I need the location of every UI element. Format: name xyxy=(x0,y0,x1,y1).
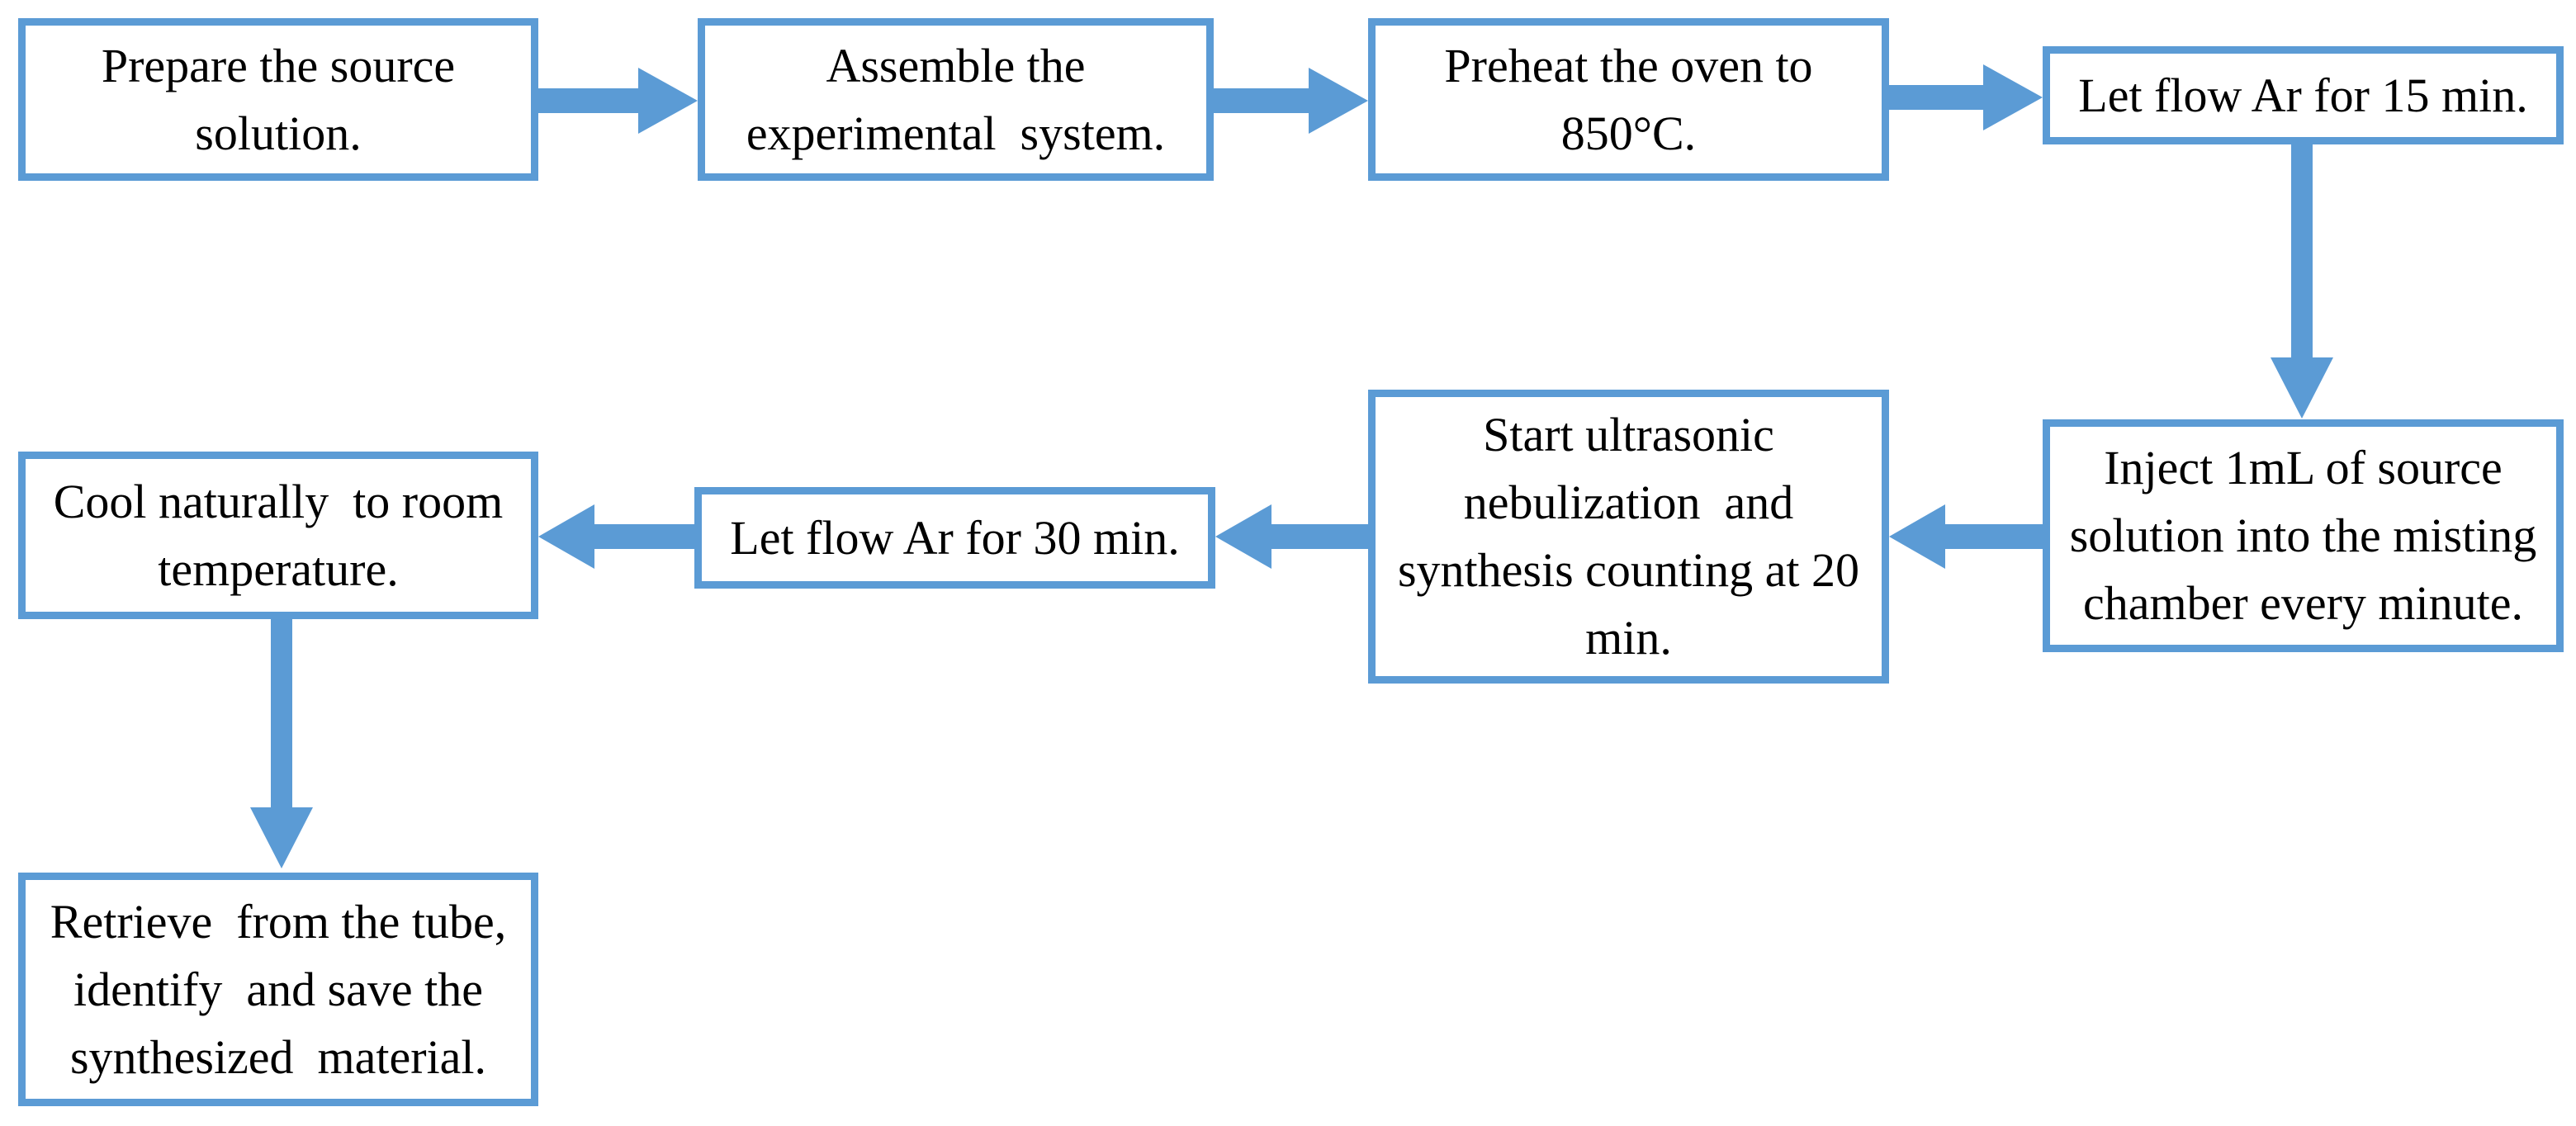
step-text-line: Let flow Ar for 30 min. xyxy=(730,510,1180,565)
step-box-ar-30-min: Let flow Ar for 30 min. xyxy=(694,487,1215,589)
arrow-stem xyxy=(271,619,292,807)
step-box-preheat: Preheat the oven to 850°C. xyxy=(1368,18,1889,181)
step-text-line: Assemble the xyxy=(826,38,1086,92)
arrow-head-right-icon xyxy=(1309,68,1368,134)
step-text-line: synthesis counting at 20 xyxy=(1397,543,1859,597)
arrow-head-down-icon xyxy=(250,807,313,868)
arrow-head-left-icon xyxy=(1215,504,1271,569)
step-box-prepare: Prepare the source solution. xyxy=(18,18,538,181)
step-text-line: Cool naturally to room xyxy=(53,474,504,528)
step-text-line: Let flow Ar for 15 min. xyxy=(2078,68,2528,122)
step-text-line: identify and save the xyxy=(73,962,484,1016)
step-text-line: chamber every minute. xyxy=(2082,576,2524,630)
step-text-line: Preheat the oven to xyxy=(1444,38,1813,92)
step-text-line: synthesized material. xyxy=(69,1029,487,1084)
arrow-stem xyxy=(1945,524,2043,549)
arrow-head-left-icon xyxy=(1889,504,1945,569)
step-text-line: solution. xyxy=(195,106,362,160)
step-text-line: temperature. xyxy=(158,542,399,596)
arrow-stem xyxy=(538,88,638,113)
arrow-head-down-icon xyxy=(2271,357,2333,419)
step-box-cool-naturally: Cool naturally to room temperature. xyxy=(18,452,538,619)
step-box-ar-15-min: Let flow Ar for 15 min. xyxy=(2043,46,2564,144)
step-text-line: Start ultrasonic xyxy=(1483,408,1774,461)
arrow-stem xyxy=(594,524,694,549)
arrow-head-right-icon xyxy=(1983,64,2043,130)
step-text-line: solution into the misting xyxy=(2069,509,2537,562)
step-text-line: 850°C. xyxy=(1560,106,1697,160)
step-text-line: Prepare the source xyxy=(101,38,456,92)
step-text-line: experimental system. xyxy=(746,106,1166,160)
step-text-line: Retrieve from the tube, xyxy=(50,894,507,949)
arrow-stem xyxy=(1271,524,1368,549)
arrow-stem xyxy=(1889,85,1983,110)
step-text-line: nebulization and xyxy=(1463,475,1794,529)
step-box-ultrasonic-nebulization: Start ultrasonic nebulization and synthesi… xyxy=(1368,390,1889,684)
step-text-line: Inject 1mL of source xyxy=(2104,441,2503,494)
arrow-stem xyxy=(2291,144,2313,357)
step-box-retrieve-material: Retrieve from the tube, identify and save… xyxy=(18,873,538,1106)
step-box-assemble: Assemble the experimental system. xyxy=(698,18,1214,181)
step-text-line: min. xyxy=(1585,611,1672,665)
step-box-inject-solution: Inject 1mL of source solution into the mi… xyxy=(2043,419,2564,652)
arrow-stem xyxy=(1214,88,1309,113)
arrow-head-right-icon xyxy=(638,68,698,134)
arrow-head-left-icon xyxy=(538,504,594,569)
